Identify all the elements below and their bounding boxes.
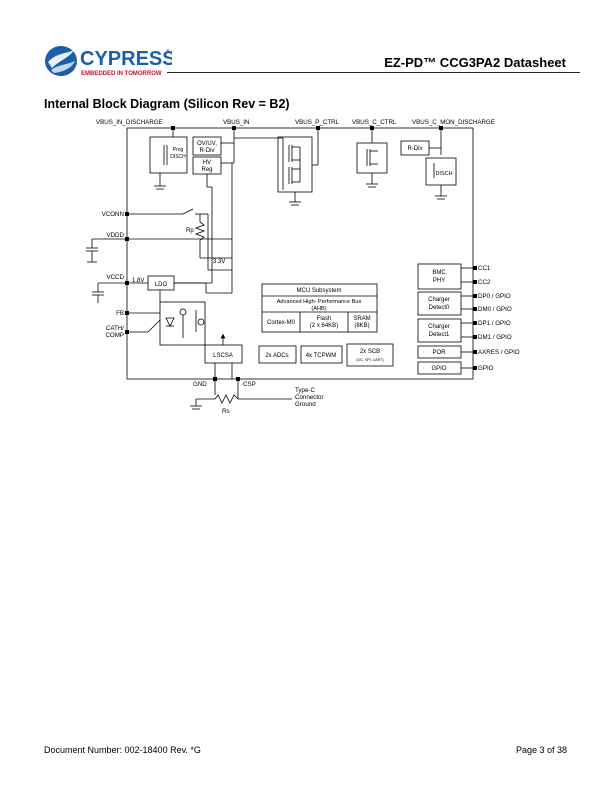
- ovuv-rdiv-block: [192, 136, 222, 156]
- pin-label-vbus-in-discharge: VBUS_IN_DISCHARGE: [96, 119, 163, 126]
- svg-text:DISCH: DISCH: [435, 171, 452, 177]
- svg-text:OV/UV,: OV/UV,: [197, 141, 217, 147]
- pin-label-vddd: VDDD: [106, 232, 124, 239]
- cypress-logo: CYPRESS ® EMBEDDED IN TOMORROW: [45, 46, 172, 77]
- pin-label-axres: AXRES / GPIO: [478, 349, 520, 356]
- vbus-c-fet-block: [356, 142, 388, 174]
- logo-text: CYPRESS: [80, 48, 172, 70]
- svg-text:2x ADCs: 2x ADCs: [265, 353, 288, 359]
- pin-label-cath: CATH/: [106, 325, 124, 332]
- prog-disch-block: [149, 136, 188, 174]
- footer-page-number: Page 3 of 38: [515, 745, 567, 755]
- rdiv-block: [400, 140, 430, 156]
- rs-label: Rs: [222, 408, 230, 415]
- svg-text:DISCH: DISCH: [170, 154, 186, 160]
- chip-boundary: [126, 127, 474, 380]
- scb-block: [346, 343, 394, 367]
- pin-label-fb: FB: [116, 310, 124, 317]
- svg-text:LDO: LDO: [155, 282, 168, 288]
- svg-text:Flash: Flash: [317, 316, 332, 322]
- svg-text:BMC: BMC: [432, 270, 446, 276]
- svg-text:(AHB): (AHB): [311, 306, 326, 312]
- pin-label-csp: CSP: [243, 381, 256, 388]
- svg-text:Charger: Charger: [428, 297, 450, 303]
- charger-detect0-block: [417, 291, 462, 316]
- pin-label-dp0: DP0 / GPIO: [478, 293, 511, 300]
- svg-text:Detect0: Detect0: [429, 305, 450, 311]
- cc-cv-block: [159, 301, 206, 346]
- section-title: Internal Block Diagram (Silicon Rev = B2…: [44, 97, 290, 111]
- svg-text:R-Div: R-Div: [408, 146, 423, 152]
- rp-label: Rp: [186, 228, 194, 234]
- header-rule: [167, 72, 580, 73]
- svg-text:MCU Subsystem: MCU Subsystem: [296, 288, 341, 294]
- svg-text:4x TCPWM: 4x TCPWM: [306, 353, 337, 359]
- svg-text:Prog: Prog: [173, 147, 184, 153]
- connector-label-1: Type-C: [295, 387, 315, 394]
- connector-label-2: Connector: [295, 394, 324, 401]
- bmc-phy-block: [417, 263, 462, 290]
- pin-label-cc1: CC1: [478, 265, 491, 272]
- svg-text:LSCSA: LSCSA: [213, 353, 233, 359]
- pin-label-vbus-c-mon-discharge: VBUS_C_MON_DISCHARGE: [412, 119, 495, 126]
- svg-text:Advanced High- Performance Bus: Advanced High- Performance Bus: [277, 299, 362, 305]
- logo-tagline: EMBEDDED IN TOMORROW: [81, 71, 162, 77]
- net-3v3-label: 3.3V: [213, 259, 225, 265]
- pin-label-gpio: GPIO: [478, 365, 494, 372]
- svg-text:Charger: Charger: [428, 324, 450, 330]
- pin-label-vbus-in: VBUS_IN: [223, 119, 249, 126]
- pin-label-vbus-c-ctrl: VBUS_C_CTRL: [352, 119, 397, 126]
- svg-text:(2 x 64KB): (2 x 64KB): [310, 323, 338, 329]
- pin-label-cc2: CC2: [478, 279, 491, 286]
- tcpwm-block: [300, 345, 343, 364]
- svg-text:2x SCB: 2x SCB: [360, 349, 380, 355]
- svg-text:®: ®: [166, 48, 170, 55]
- svg-text:GPIO: GPIO: [431, 366, 446, 372]
- pin-label-gnd: GND: [193, 381, 207, 388]
- lscsa-block: [204, 344, 243, 364]
- svg-text:Reg: Reg: [201, 167, 212, 173]
- svg-text:PHY: PHY: [433, 278, 445, 284]
- mcu-subsystem: [261, 283, 378, 333]
- net-1v8-label: 1.8V: [132, 278, 144, 284]
- svg-text:Detect1: Detect1: [429, 332, 450, 338]
- charger-detect1-block: [417, 318, 462, 343]
- document-title: EZ-PD™ CCG3PA2 Datasheet: [384, 55, 566, 70]
- connector-label-3: Ground: [295, 401, 316, 408]
- pin-label-comp: COMP: [105, 332, 124, 339]
- footer-document-number: Document Number: 002-18400 Rev. *G: [44, 745, 201, 755]
- pin-label-dm0: DM0 / GPIO: [478, 306, 512, 313]
- svg-text:POR: POR: [432, 350, 446, 356]
- svg-text:R-Div: R-Div: [200, 148, 215, 154]
- adcs-block: [258, 345, 297, 364]
- pin-label-dp1: DP1 / GPIO: [478, 320, 511, 327]
- pin-label-vconn: VCONN: [102, 211, 124, 218]
- svg-text:(I2C, SPI, UART): (I2C, SPI, UART): [356, 358, 384, 362]
- pin-label-vbus-p-ctrl: VBUS_P_CTRL: [295, 119, 340, 126]
- svg-text:(8KB): (8KB): [354, 323, 369, 329]
- pin-label-dm1: DM1 / GPIO: [478, 334, 512, 341]
- svg-text:HV: HV: [203, 160, 211, 166]
- svg-text:SRAM: SRAM: [353, 316, 370, 322]
- svg-text:Cortex-M0: Cortex-M0: [267, 320, 296, 326]
- pin-label-vccd: VCCD: [106, 274, 124, 281]
